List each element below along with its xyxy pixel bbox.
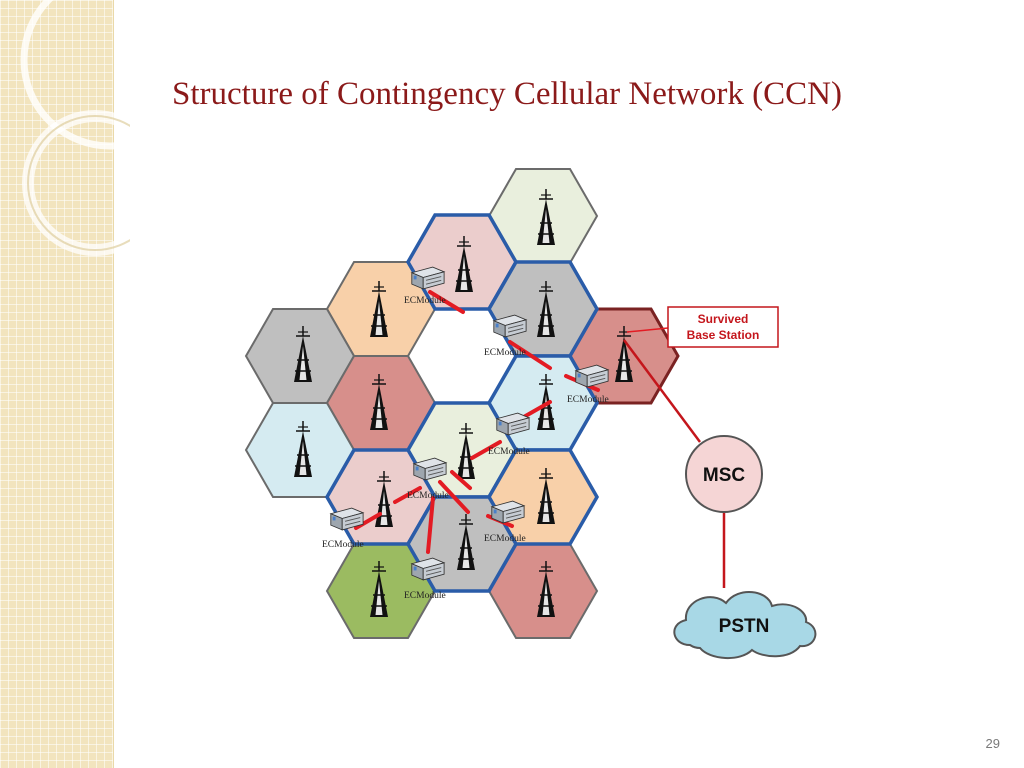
ecmodule-label: ECModule — [488, 447, 530, 457]
sidebar-decoration — [0, 0, 130, 768]
decorative-rings — [20, 0, 130, 256]
callout-pointer — [626, 327, 669, 333]
callout-line-1: Survived — [698, 312, 749, 326]
msc-node — [685, 435, 763, 513]
bs-msc-link — [622, 339, 702, 443]
ecmodule-label: ECModule — [407, 491, 449, 501]
ecmodule-label: ECModule — [567, 395, 609, 405]
ecmodule-label: ECModule — [404, 591, 446, 601]
ecmodule-label: ECModule — [484, 348, 526, 358]
ecmodule-label: ECModule — [484, 534, 526, 544]
pstn-cloud — [673, 590, 817, 659]
callout-line-2: Base Station — [687, 328, 760, 342]
slide-number: 29 — [985, 736, 1000, 751]
pstn-label: PSTN — [719, 616, 770, 637]
ecmodule-label: ECModule — [322, 540, 364, 550]
survived-base-station-callout — [667, 306, 779, 348]
ecmodule-label: ECModule — [404, 296, 446, 306]
msc-label: MSC — [703, 465, 746, 486]
slide-title: Structure of Contingency Cellular Networ… — [172, 76, 842, 112]
